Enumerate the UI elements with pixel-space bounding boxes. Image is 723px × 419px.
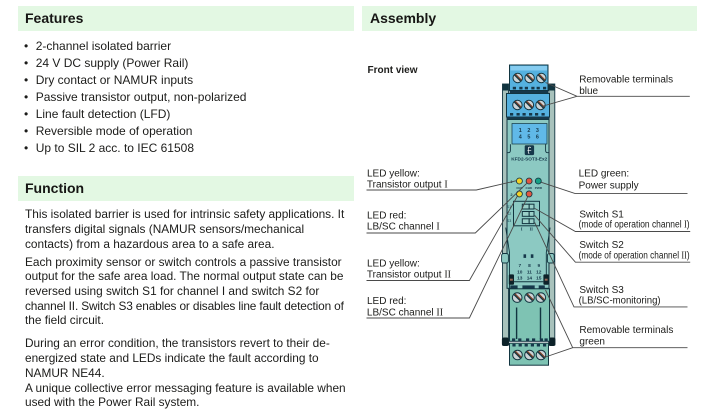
svg-text:LED yellow:: LED yellow: <box>367 169 420 180</box>
svg-text:LB/SC channel I: LB/SC channel I <box>367 222 440 233</box>
svg-text:10: 10 <box>517 269 523 275</box>
svg-text:Removable terminals: Removable terminals <box>579 325 673 336</box>
svg-text:(mode of operation channel II): (mode of operation channel II) <box>579 250 690 261</box>
svg-text:(LB/SC-monitoring): (LB/SC-monitoring) <box>579 296 661 307</box>
svg-text:15: 15 <box>536 276 542 282</box>
svg-text:LED yellow:: LED yellow: <box>367 258 420 269</box>
svg-text:5: 5 <box>527 135 530 141</box>
svg-text:Transistor output II: Transistor output II <box>367 270 451 281</box>
svg-text:I: I <box>521 227 523 232</box>
svg-text:Switch S1: Switch S1 <box>579 209 624 220</box>
svg-text:LED green:: LED green: <box>579 169 630 180</box>
svg-text:PWR: PWR <box>535 186 543 190</box>
svg-text:Removable terminals: Removable terminals <box>579 75 673 86</box>
svg-text:2: 2 <box>527 128 530 134</box>
svg-text:KFD2-SOT3-Ex2: KFD2-SOT3-Ex2 <box>511 157 548 162</box>
svg-text:green: green <box>579 337 605 348</box>
svg-text:II: II <box>530 227 534 232</box>
svg-text:Power supply: Power supply <box>579 181 639 192</box>
svg-text:12: 12 <box>536 269 542 275</box>
svg-text:1: 1 <box>519 128 522 134</box>
svg-text:1: 1 <box>510 179 513 184</box>
svg-text:CHK: CHK <box>526 186 533 190</box>
svg-text:13: 13 <box>517 276 523 282</box>
svg-text:LB/SC channel II: LB/SC channel II <box>367 307 443 318</box>
svg-text:Switch S2: Switch S2 <box>579 240 624 251</box>
svg-text:blue: blue <box>579 86 598 97</box>
svg-text:8: 8 <box>528 263 531 269</box>
svg-text:Transistor output I: Transistor output I <box>367 180 448 191</box>
svg-text:LED red:: LED red: <box>367 296 406 307</box>
svg-text:3: 3 <box>536 128 539 134</box>
svg-text:7: 7 <box>518 263 521 269</box>
svg-text:S1: S1 <box>507 205 511 209</box>
svg-text:6: 6 <box>536 135 539 141</box>
svg-text:OUT: OUT <box>516 186 523 190</box>
svg-text:S2: S2 <box>507 212 511 216</box>
svg-text:2: 2 <box>510 192 513 197</box>
svg-text:(mode of operation channel I): (mode of operation channel I) <box>579 220 690 231</box>
svg-text:14: 14 <box>527 276 533 282</box>
svg-text:9: 9 <box>537 263 540 269</box>
svg-text:4: 4 <box>519 135 522 141</box>
svg-text:11: 11 <box>527 269 532 275</box>
svg-text:Switch S3: Switch S3 <box>579 285 624 296</box>
svg-text:S3: S3 <box>507 219 511 223</box>
svg-text:LED red:: LED red: <box>367 210 406 221</box>
